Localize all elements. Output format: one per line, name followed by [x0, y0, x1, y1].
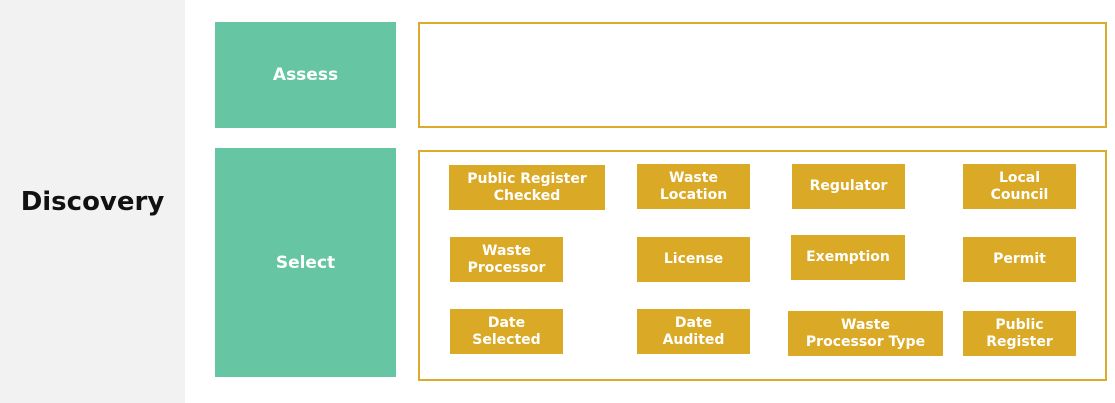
tag-public-register: Public Register: [963, 311, 1076, 356]
tag-regulator: Regulator: [792, 164, 905, 209]
tag-date-selected: Date Selected: [450, 309, 563, 354]
section-title: Discovery: [20, 187, 165, 217]
tag-date-audited: Date Audited: [637, 309, 750, 354]
tag-waste-processor-type: Waste Processor Type: [788, 311, 943, 356]
discovery-panel: [0, 0, 185, 403]
tag-exemption: Exemption: [791, 235, 905, 280]
tag-waste-location: Waste Location: [637, 164, 750, 209]
assess-content-frame: [418, 22, 1107, 128]
tag-permit: Permit: [963, 237, 1076, 282]
phase-assess: Assess: [215, 22, 396, 128]
tag-waste-processor: Waste Processor: [450, 237, 563, 282]
tag-local-council: Local Council: [963, 164, 1076, 209]
tag-public-register-checked: Public Register Checked: [449, 165, 605, 210]
phase-select: Select: [215, 148, 396, 377]
tag-license: License: [637, 237, 750, 282]
